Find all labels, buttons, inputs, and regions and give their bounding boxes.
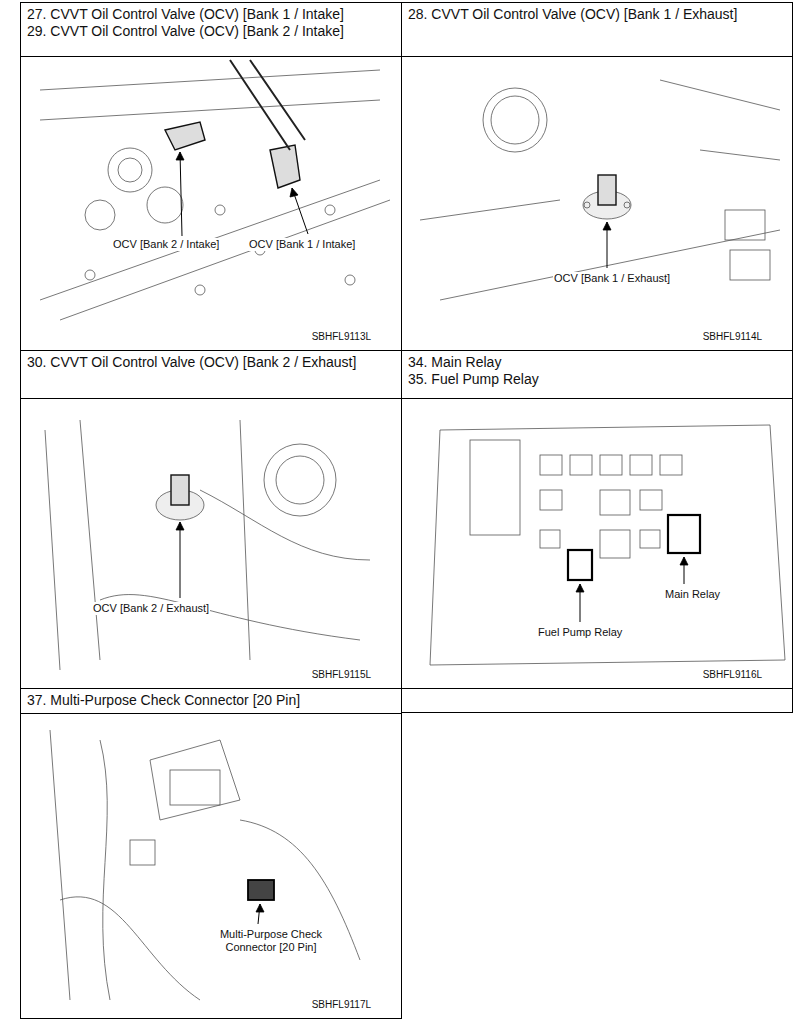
figure-cell: SBHFL9113L <box>20 56 402 351</box>
part-label: OCV [Bank 2 / Exhaust] <box>92 602 210 615</box>
figure-cell: SBHFL9117L <box>20 713 402 1019</box>
part-label: Fuel Pump Relay <box>537 626 623 639</box>
figure-code: SBHFL9117L <box>312 999 371 1010</box>
part-label: OCV [Bank 1 / Intake] <box>248 238 356 251</box>
cell-heading: 35. Fuel Pump Relay <box>408 371 786 388</box>
header-cell: 28. CVVT Oil Control Valve (OCV) [Bank 1… <box>401 2 793 57</box>
figure-code: SBHFL9114L <box>703 331 762 342</box>
header-cell: 37. Multi-Purpose Check Connector [20 Pi… <box>20 688 402 714</box>
cell-heading: 27. CVVT Oil Control Valve (OCV) [Bank 1… <box>27 6 395 23</box>
figure-cell: SBHFL9114L <box>401 56 793 351</box>
figure-code: SBHFL9116L <box>703 669 762 680</box>
cell-heading: 30. CVVT Oil Control Valve (OCV) [Bank 2… <box>27 354 395 371</box>
header-cell: 34. Main Relay35. Fuel Pump Relay <box>401 350 793 399</box>
figure-code: SBHFL9113L <box>312 331 371 342</box>
part-label: OCV [Bank 2 / Intake] <box>112 238 220 251</box>
header-cell: 27. CVVT Oil Control Valve (OCV) [Bank 1… <box>20 2 402 57</box>
part-label: Main Relay <box>664 588 721 601</box>
part-label: OCV [Bank 1 / Exhaust] <box>553 272 671 285</box>
part-label: Multi-Purpose Check Connector [20 Pin] <box>205 928 337 954</box>
cell-heading: 37. Multi-Purpose Check Connector [20 Pi… <box>27 692 395 709</box>
figure-code: SBHFL9115L <box>312 669 371 680</box>
figure-cell: SBHFL9116L <box>401 398 793 689</box>
cell-heading: 29. CVVT Oil Control Valve (OCV) [Bank 2… <box>27 23 395 40</box>
cell-heading: 34. Main Relay <box>408 354 786 371</box>
header-cell: 30. CVVT Oil Control Valve (OCV) [Bank 2… <box>20 350 402 399</box>
figure-cell: SBHFL9115L <box>20 398 402 689</box>
cell-heading: 28. CVVT Oil Control Valve (OCV) [Bank 1… <box>408 6 786 23</box>
